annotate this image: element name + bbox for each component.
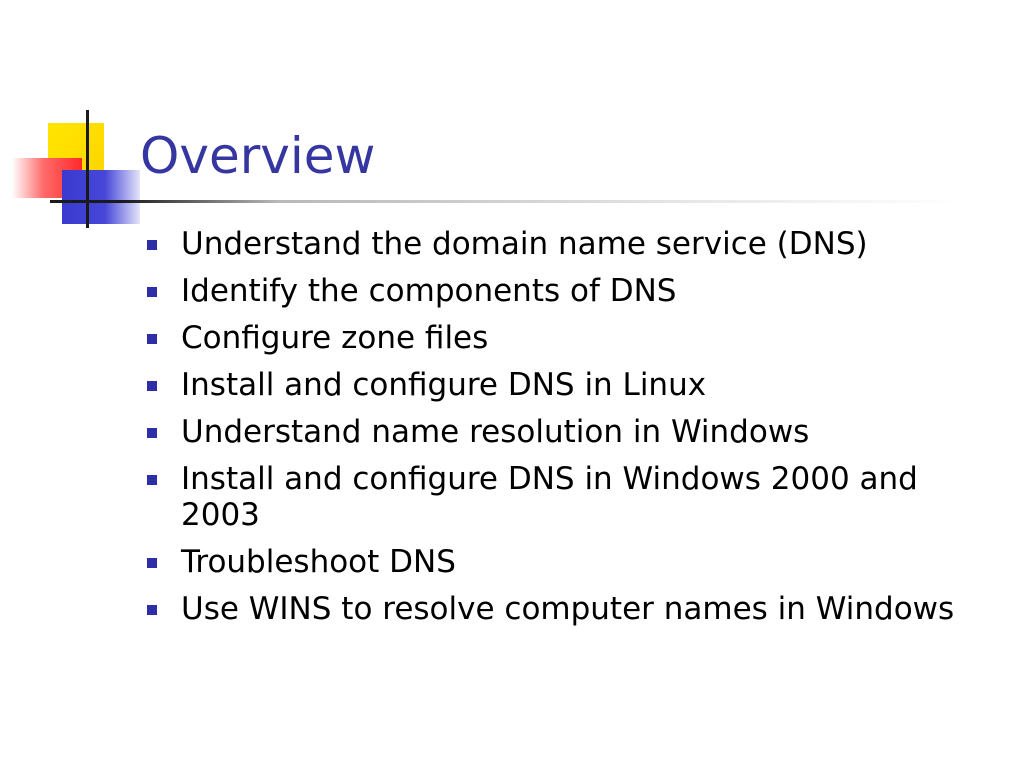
square-bullet-icon: [147, 334, 157, 344]
square-bullet-icon: [147, 240, 157, 250]
list-item: Understand the domain name service (DNS): [144, 226, 974, 262]
square-bullet-icon: [147, 558, 157, 568]
slide-title: Overview: [140, 127, 376, 185]
list-item-text: Install and configure DNS in Linux: [181, 367, 707, 403]
square-bullet-icon: [147, 381, 157, 391]
list-item: Configure zone files: [144, 320, 974, 356]
square-bullet-icon: [147, 605, 157, 615]
bullet-list: Understand the domain name service (DNS)…: [144, 226, 974, 638]
logo-blue-square: [62, 170, 140, 224]
list-item: Install and configure DNS in Linux: [144, 367, 974, 403]
list-item-text: Understand the domain name service (DNS): [181, 226, 868, 262]
list-item: Use WINS to resolve computer names in Wi…: [144, 591, 974, 627]
logo-vertical-line: [86, 110, 89, 228]
list-item: Identify the components of DNS: [144, 273, 974, 309]
title-underline: [50, 200, 960, 203]
list-item: Install and configure DNS in Windows 200…: [144, 461, 974, 533]
list-item-text: Troubleshoot DNS: [181, 544, 456, 580]
square-bullet-icon: [147, 287, 157, 297]
list-item-text: Install and configure DNS in Windows 200…: [181, 461, 918, 533]
square-bullet-icon: [147, 475, 157, 485]
list-item: Understand name resolution in Windows: [144, 414, 974, 450]
list-item-text: Identify the components of DNS: [181, 273, 677, 309]
square-bullet-icon: [147, 428, 157, 438]
list-item-text: Use WINS to resolve computer names in Wi…: [181, 591, 955, 627]
list-item-text: Configure zone files: [181, 320, 489, 356]
list-item-text: Understand name resolution in Windows: [181, 414, 810, 450]
list-item: Troubleshoot DNS: [144, 544, 974, 580]
